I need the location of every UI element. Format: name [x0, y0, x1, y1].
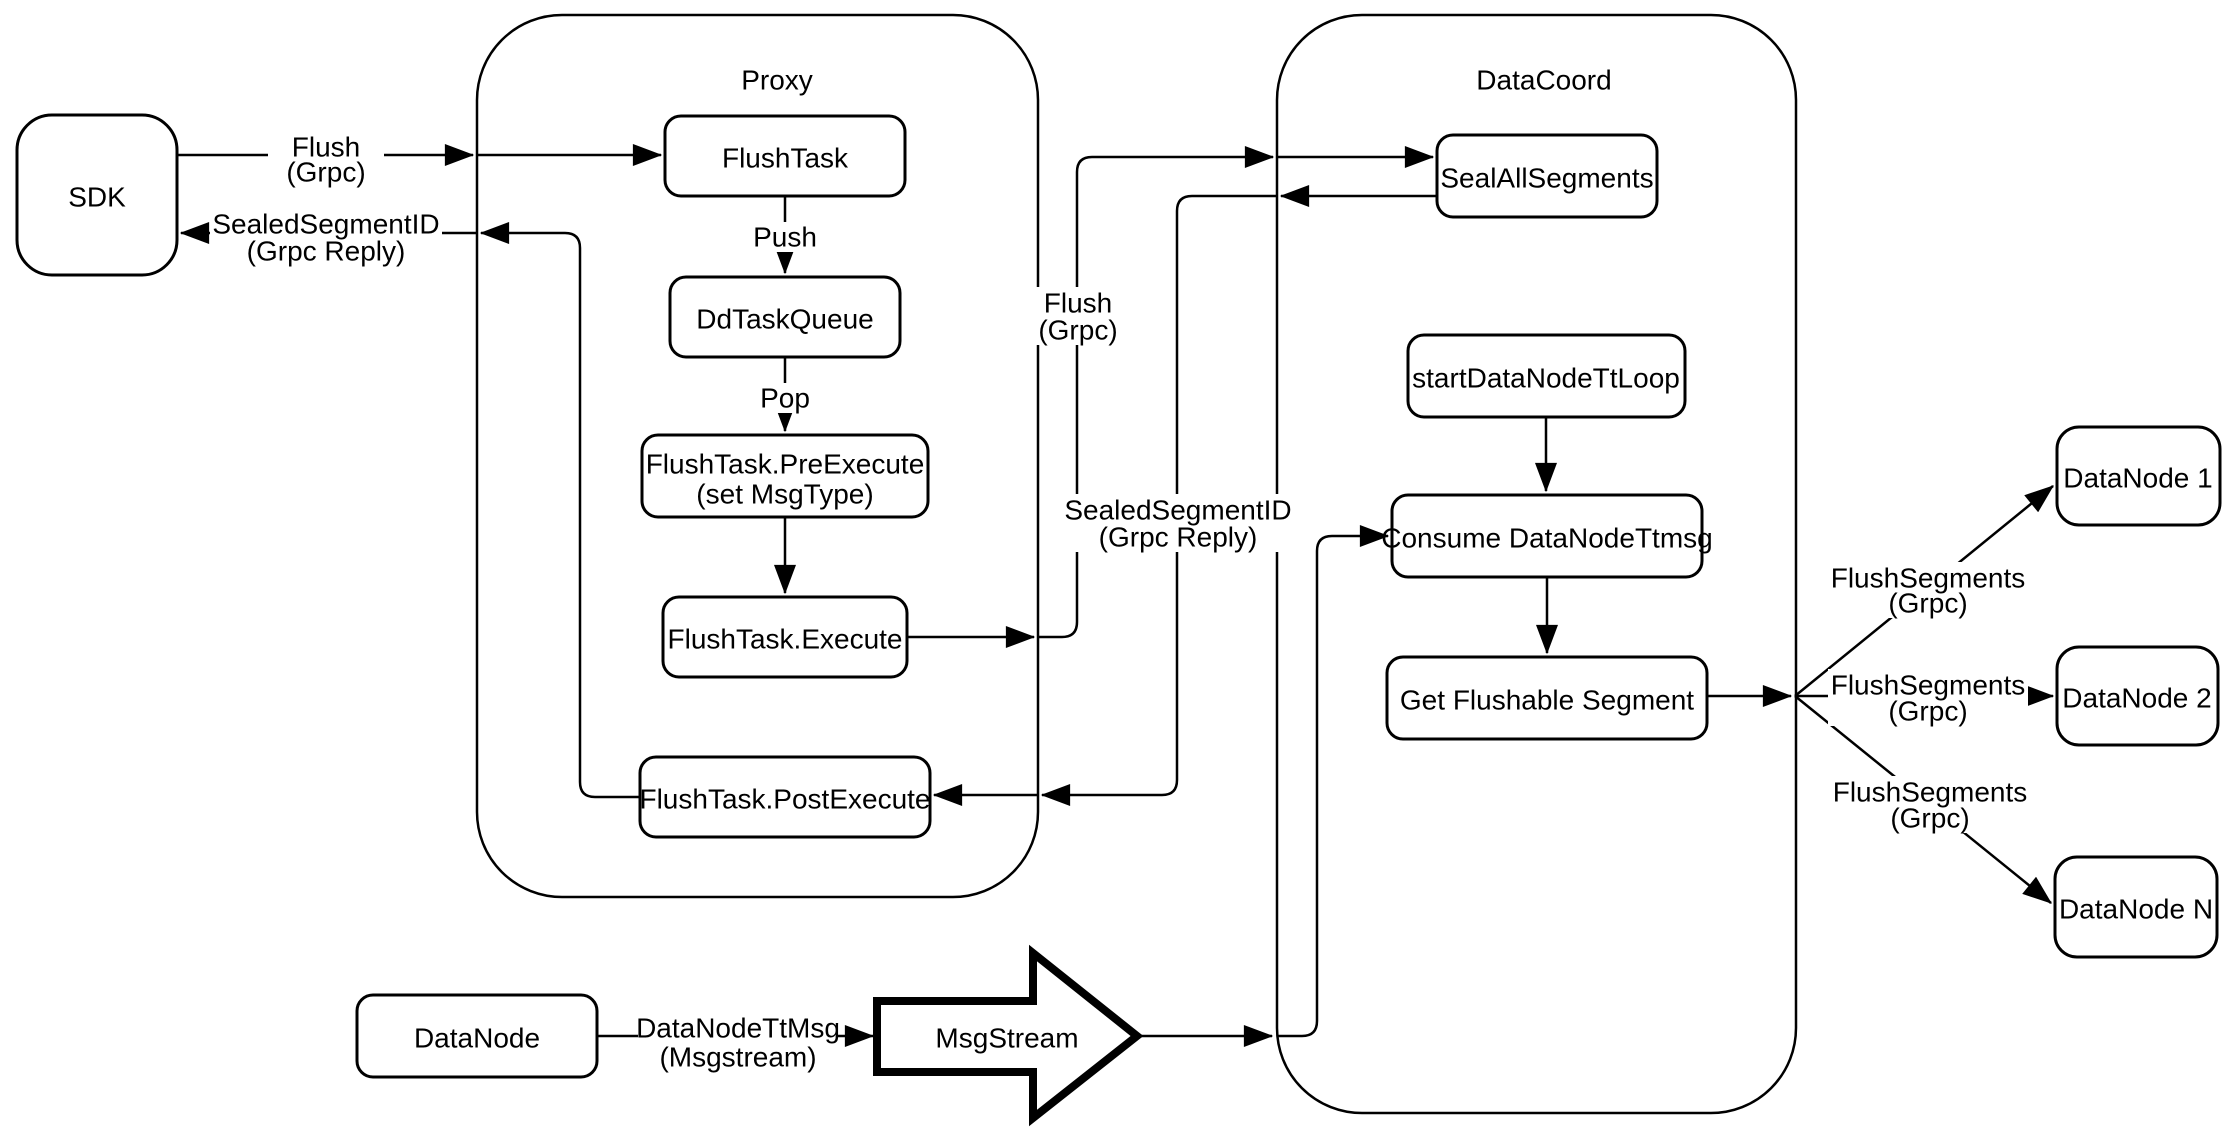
node-flushtask-label: FlushTask — [722, 143, 849, 174]
edge-label-datanodettmsg-line1: DataNodeTtMsg — [636, 1013, 840, 1044]
node-flushtask — [663, 114, 907, 198]
edge-label-flushsegments-2-line2: (Grpc) — [1888, 696, 1967, 727]
node-consumedatanodettmsg — [1390, 493, 1704, 579]
node-datanode-bottom — [355, 993, 599, 1079]
edge-label-push: Push — [746, 222, 824, 253]
edge-label-flushsegments-3: FlushSegments (Grpc) — [1830, 776, 2030, 834]
node-startdatanodettloop — [1406, 333, 1687, 419]
proxy-container — [475, 13, 1040, 899]
node-preexecute — [640, 433, 930, 519]
edge-label-flushsegments-1-line1: FlushSegments — [1831, 563, 2026, 594]
edge-boundary-to-consume — [1277, 525, 1390, 1038]
node-getflushablesegment — [1385, 655, 1709, 741]
node-datanode-bottom-label: DataNode — [414, 1023, 540, 1054]
edge-flush-grpc-riser — [1038, 146, 1275, 639]
node-startdatanodettloop-label: startDataNodeTtLoop — [1412, 363, 1680, 394]
node-datanode1-label: DataNode 1 — [2063, 463, 2212, 494]
node-preexecute-label-line2: (set MsgType) — [696, 479, 873, 510]
edge-label-flush-sdk-line2: (Grpc) — [286, 157, 365, 188]
node-datanoden — [2053, 855, 2219, 959]
node-sdk-label: SDK — [68, 182, 126, 213]
node-datanode2 — [2055, 645, 2220, 747]
node-postexecute-label: FlushTask.PostExecute — [639, 784, 930, 815]
node-getflushablesegment-label: Get Flushable Segment — [1400, 685, 1694, 716]
edge-label-flushsegments-1-line2: (Grpc) — [1888, 588, 1967, 619]
node-sdk — [15, 113, 179, 277]
edge-label-datanodettmsg: DataNodeTtMsg (Msgstream) — [636, 1013, 840, 1073]
edge-label-pop: Pop — [752, 383, 818, 414]
edge-label-flush-sdk: Flush (Grpc) — [268, 131, 384, 188]
edge-label-flushsegments-3-line1: FlushSegments — [1833, 777, 2028, 808]
datacoord-title: DataCoord — [1476, 65, 1611, 96]
edge-label-sealedsegment-mid: SealedSegmentID (Grpc Reply) — [1062, 494, 1294, 553]
node-postexecute — [638, 755, 932, 839]
edge-label-sealedsegment-sdk-line2: (Grpc Reply) — [247, 236, 406, 267]
edge-label-flush-mid: Flush (Grpc) — [1020, 287, 1136, 346]
msgstream-arrow-shape — [873, 944, 1144, 1127]
edge-label-flush-mid-line1: Flush — [1044, 288, 1112, 319]
edge-label-sealedsegment-sdk-line1: SealedSegmentID — [212, 209, 439, 240]
msgstream-label: MsgStream — [935, 1023, 1078, 1054]
node-sealallsegments — [1435, 133, 1659, 219]
edge-label-sealedsegment-mid-line1: SealedSegmentID — [1064, 495, 1291, 526]
edge-label-flush-sdk-line1: Flush — [292, 132, 360, 163]
node-ddtaskqueue-label: DdTaskQueue — [696, 304, 873, 335]
node-consumedatanodettmsg-label: Consume DataNodeTtmsg — [1381, 523, 1712, 554]
edge-label-push-text: Push — [753, 222, 817, 253]
node-preexecute-label-line1: FlushTask.PreExecute — [646, 449, 925, 480]
edge-label-flushsegments-3-line2: (Grpc) — [1890, 803, 1969, 834]
node-datanode1 — [2055, 425, 2222, 527]
datacoord-container — [1275, 13, 1798, 1115]
node-execute — [661, 595, 909, 679]
node-execute-label: FlushTask.Execute — [668, 624, 903, 655]
edge-label-flush-mid-line2: (Grpc) — [1038, 315, 1117, 346]
node-sealallsegments-label: SealAllSegments — [1440, 163, 1653, 194]
edge-label-flushsegments-1: FlushSegments (Grpc) — [1828, 562, 2028, 619]
node-datanode2-label: DataNode 2 — [2062, 683, 2211, 714]
node-ddtaskqueue — [668, 275, 902, 359]
edge-label-sealedsegment-mid-line2: (Grpc Reply) — [1099, 522, 1258, 553]
edge-label-pop-text: Pop — [760, 383, 810, 414]
edge-label-datanodettmsg-line2: (Msgstream) — [659, 1042, 816, 1073]
proxy-title: Proxy — [741, 65, 813, 96]
edge-label-sealedsegment-sdk: SealedSegmentID (Grpc Reply) — [210, 209, 442, 267]
node-datanoden-label: DataNode N — [2059, 894, 2213, 925]
edge-label-flushsegments-2-line1: FlushSegments — [1831, 670, 2026, 701]
edge-postexecute-to-proxy-boundary — [479, 222, 640, 799]
edge-label-flushsegments-2: FlushSegments (Grpc) — [1828, 669, 2028, 727]
